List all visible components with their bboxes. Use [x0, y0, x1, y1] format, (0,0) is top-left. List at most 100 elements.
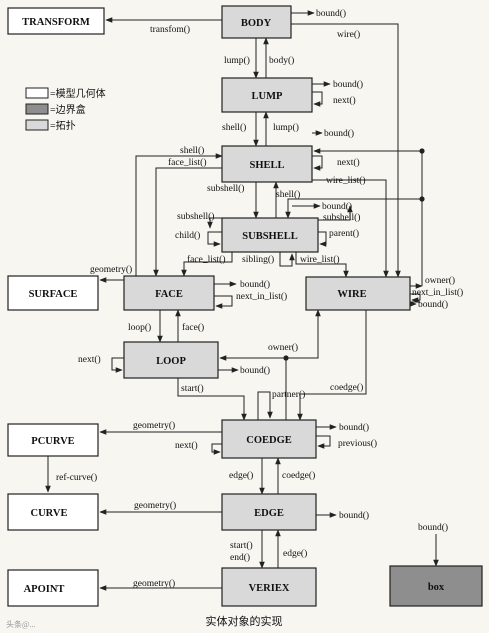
node-coedge-label: COEDGE: [246, 435, 292, 446]
arrow-lump-next: [312, 91, 323, 107]
label-partner: partner(): [272, 389, 305, 400]
node-subshell-label: SUBSHELL: [242, 231, 297, 242]
node-curve-box: [7, 493, 99, 531]
label-shell-from-face: shell(): [180, 145, 204, 156]
edge-labels: transfom() bound() wire() lump() body() …: [56, 8, 463, 589]
label-edge: edge(): [229, 470, 253, 481]
label-child: child(): [175, 230, 200, 241]
label-transform: transfom(): [150, 24, 190, 35]
label-sibling: sibling(): [242, 254, 274, 265]
legend-label-box: =边界盒: [50, 103, 86, 116]
legend-label-model: =模型几何体: [50, 87, 106, 100]
arrow-face-to-shell: [135, 153, 223, 276]
label-apoint-geometry: geometry(): [133, 578, 175, 589]
arrow-owner-to-wire: [286, 309, 321, 359]
node-face-box: [123, 275, 215, 311]
label-loop-next: next(): [78, 354, 101, 365]
label-loop-from-face: loop(): [128, 322, 151, 333]
arrow-subshell-subshell-left: [207, 217, 222, 229]
label-face-list-2: face_list(): [187, 254, 226, 265]
label-shell-bound: bound(): [324, 128, 354, 139]
label-loop-owner: owner(): [268, 342, 298, 353]
node-loop-label: LOOP: [156, 356, 186, 367]
label-edge-bound: bound(): [339, 510, 369, 521]
arrow-subshell-to-face: [181, 252, 233, 277]
label-loop-bound: bound(): [240, 365, 270, 376]
node-face-label: FACE: [155, 289, 183, 300]
node-body-box: [221, 5, 292, 39]
arrow-subshell-parent: [318, 231, 327, 247]
node-labels: TRANSFORM BODY LUMP SHELL SUBSHELL SURFA…: [22, 17, 445, 595]
arrow-loop-next: [111, 357, 124, 373]
label-wire-list-1: wire_list(): [326, 175, 366, 186]
arrow-subshell-self-top: [318, 205, 353, 221]
node-pcurve-box: [7, 423, 99, 457]
node-wire-label: WIRE: [337, 289, 366, 300]
label-shell-next: next(): [337, 157, 360, 168]
nodes: [7, 5, 483, 607]
label-wire-owner: owner(): [425, 275, 455, 286]
arrow-subshell-child: [207, 231, 222, 247]
node-box-box: [389, 565, 483, 607]
node-transform-label: TRANSFORM: [22, 17, 90, 28]
label-body-bound: bound(): [316, 8, 346, 19]
label-parent: parent(): [329, 228, 359, 239]
arrow-coedge-partner: [257, 391, 273, 420]
legend-swatch-topology: [25, 119, 49, 131]
arrow-subshell-sibling: [279, 252, 295, 267]
node-edge-box: [221, 493, 317, 531]
label-lump-from-shell: lump(): [273, 122, 299, 133]
label-vertex-end: end(): [230, 552, 250, 563]
arrow-coedge-previous: [316, 435, 331, 449]
arrow-body-to-wire: [291, 23, 401, 278]
label-start-coedge: start(): [181, 383, 204, 394]
label-subshell-2: subshell(): [177, 211, 214, 222]
node-curve-label: CURVE: [31, 508, 68, 519]
arrow-wire-to-coedge: [297, 310, 367, 421]
node-lump-box: [221, 77, 313, 113]
arrow-shell-to-face: [153, 167, 222, 277]
label-subshell-bound: bound(): [322, 201, 352, 212]
label-box-bound: bound(): [418, 522, 448, 533]
arrow-shell-next: [312, 155, 323, 171]
node-apoint-box: [7, 569, 99, 607]
label-face-next-in-list: next_in_list(): [236, 291, 287, 302]
arrow-subshell-to-wire: [295, 252, 349, 278]
label-lump: lump(): [224, 55, 250, 66]
junction-dots: [283, 148, 425, 361]
connections: [45, 10, 439, 591]
node-shell-box: [221, 145, 313, 183]
figure-caption: 实体对象的实现: [206, 614, 283, 628]
label-ref-curve: ref-curve(): [56, 472, 97, 483]
node-body-label: BODY: [241, 18, 272, 29]
label-coedge-from-edge: coedge(): [282, 470, 315, 481]
node-apoint-label: APOINT: [24, 584, 65, 595]
arrow-coedge-next: [211, 443, 222, 455]
node-loop-box: [123, 341, 219, 379]
watermark: 头条@...: [6, 619, 35, 629]
node-vertex-box: [221, 567, 317, 607]
label-curve-geometry: geometry(): [134, 500, 176, 511]
node-surface-label: SURFACE: [29, 289, 78, 300]
legend-label-topology: =拓扑: [50, 119, 76, 132]
label-coedge-bound: bound(): [339, 422, 369, 433]
label-wire-next-in-list: next_in_list(): [412, 287, 463, 298]
label-coedge-from-wire: coedge(): [330, 382, 363, 393]
arrow-shell-to-wire: [312, 179, 389, 278]
node-wire-box: [305, 276, 411, 311]
node-pcurve-label: PCURVE: [31, 436, 74, 447]
node-shell-label: SHELL: [249, 160, 284, 171]
node-subshell-box: [221, 217, 319, 253]
label-wire-bound: bound(): [418, 299, 448, 310]
label-shell-from-sub: shell(): [276, 189, 300, 200]
arrow-owner-to-subshell: [285, 198, 422, 219]
label-coedge-previous: previous(): [338, 438, 377, 449]
node-vertex-label: VERIEX: [249, 583, 290, 594]
label-subshell-3: subshell(): [323, 212, 360, 223]
node-surface-box: [7, 275, 99, 311]
label-edge-from-vertex: edge(): [283, 548, 307, 559]
label-pcurve-geometry: geometry(): [133, 420, 175, 431]
label-shell: shell(): [222, 122, 246, 133]
